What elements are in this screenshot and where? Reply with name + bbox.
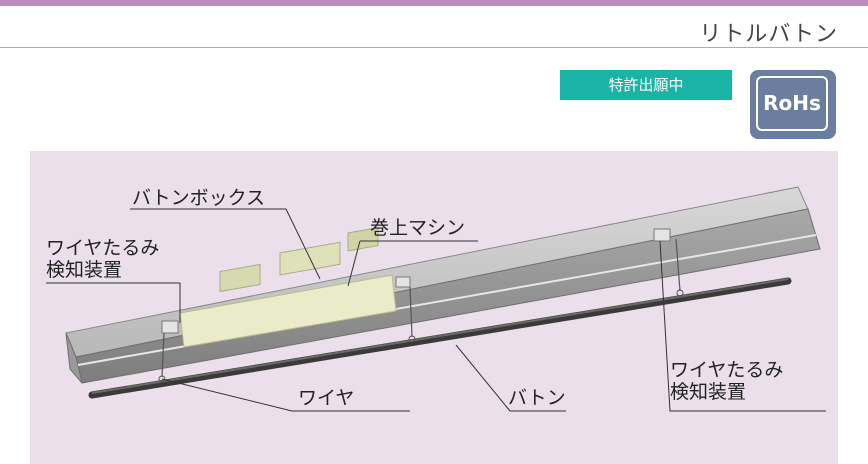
wire-left <box>161 332 165 378</box>
page-title: リトルバトン <box>699 22 838 47</box>
rohs-badge-label: RoHs <box>756 76 828 131</box>
slack-detector-left-block <box>161 320 179 334</box>
batten-box-end <box>65 332 83 384</box>
label-slack-detector-right-line2: 検知装置 <box>670 381 747 403</box>
leader-batten-box <box>130 208 321 280</box>
product-diagram: バトンボックス 巻上マシン ワイヤたるみ 検知装置 ワイヤ バトン ワイヤたるみ… <box>30 151 838 464</box>
batten-box-cutaway <box>179 274 397 348</box>
product-illustration <box>46 186 826 412</box>
wire-right <box>675 238 681 292</box>
label-slack-detector-right-line1: ワイヤたるみ <box>670 359 784 381</box>
top-accent-bar <box>0 0 868 6</box>
leader-batten <box>455 344 566 412</box>
patent-pending-badge: 特許出願中 <box>560 70 732 100</box>
slack-detector-right-block <box>653 228 671 242</box>
label-batten-box: バトンボックス <box>132 187 266 209</box>
leader-slack-left <box>46 282 181 323</box>
label-wire: ワイヤ <box>298 387 355 409</box>
leader-slack-right <box>659 240 826 412</box>
rohs-badge: RoHs <box>750 70 836 139</box>
leader-wire <box>161 378 410 412</box>
title-divider <box>0 47 868 48</box>
label-slack-detector-left-line1: ワイヤたるみ <box>46 237 160 259</box>
label-slack-detector-left-line2: 検知装置 <box>46 259 123 281</box>
label-winch: 巻上マシン <box>370 217 466 239</box>
label-batten: バトン <box>508 387 566 409</box>
wire-middle <box>409 286 413 338</box>
batten-pipe <box>88 277 792 399</box>
